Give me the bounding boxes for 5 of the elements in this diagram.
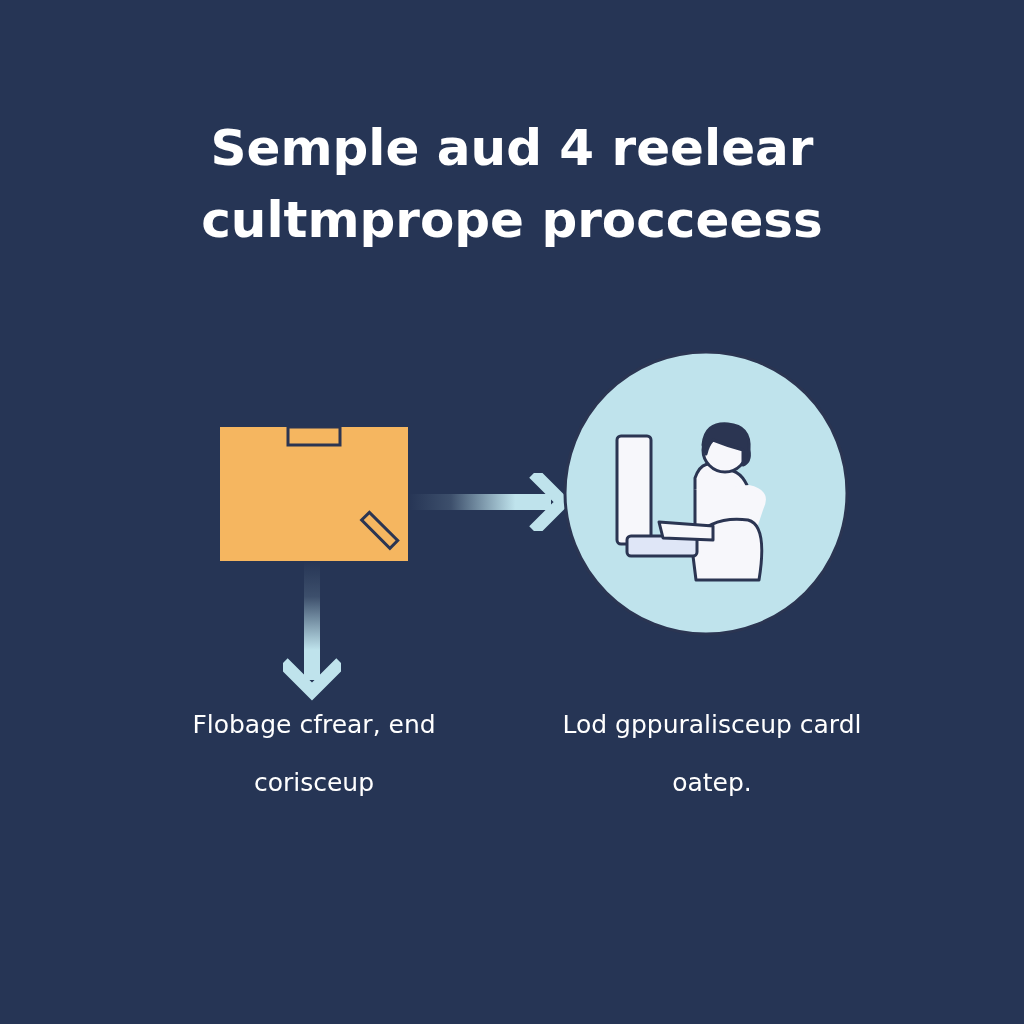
- title: Semple aud 4 reelear cultmprope procceess: [200, 118, 824, 251]
- step-text: Flobage cfrear, end corisceup: [134, 696, 494, 832]
- person-at-computer-picture: [563, 350, 849, 636]
- package-picture: [220, 427, 408, 561]
- step-text: Lod gppuraliscеup cardl oatep.: [561, 709, 863, 799]
